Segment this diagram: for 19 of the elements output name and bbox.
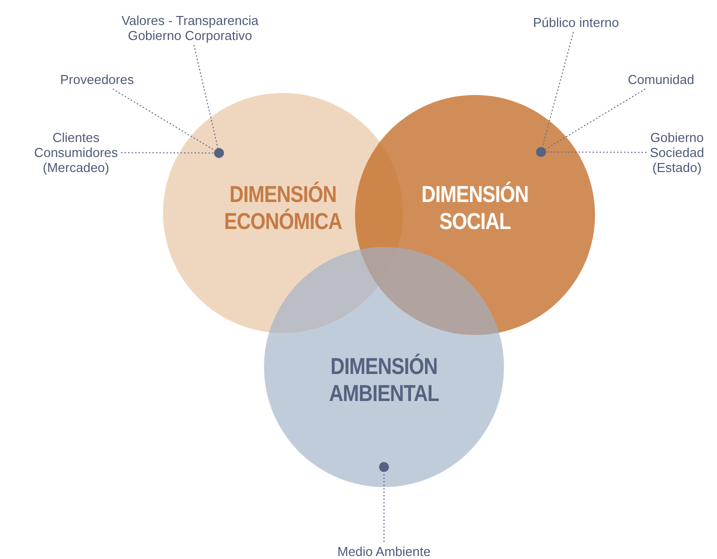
leader-line bbox=[120, 152, 214, 154]
callout-label: Proveedores bbox=[59, 72, 135, 87]
leader-line bbox=[542, 32, 574, 148]
leader-line bbox=[544, 88, 646, 150]
leader-line bbox=[546, 152, 647, 153]
callout-label: Medio Ambiente bbox=[336, 544, 432, 559]
anchor-dot bbox=[536, 147, 546, 157]
callout-label: Comunidad bbox=[626, 72, 696, 87]
callout-label: Gobierno Sociedad (Estado) bbox=[648, 130, 706, 175]
callout-label: Público interno bbox=[532, 15, 620, 30]
circle-title: DIMENSIÓN ECONÓMICA bbox=[223, 181, 343, 235]
circle-title: DIMENSIÓN AMBIENTAL bbox=[328, 353, 440, 407]
anchor-dot bbox=[379, 462, 389, 472]
circle-title: DIMENSIÓN SOCIAL bbox=[420, 181, 530, 235]
callout-label: Clientes Consumidores (Mercadeo) bbox=[33, 130, 119, 175]
callout-label: Valores - Transparencia Gobierno Corporativo bbox=[120, 13, 260, 43]
anchor-dot bbox=[214, 148, 224, 158]
leader-line bbox=[193, 44, 218, 149]
leader-line bbox=[112, 88, 216, 151]
